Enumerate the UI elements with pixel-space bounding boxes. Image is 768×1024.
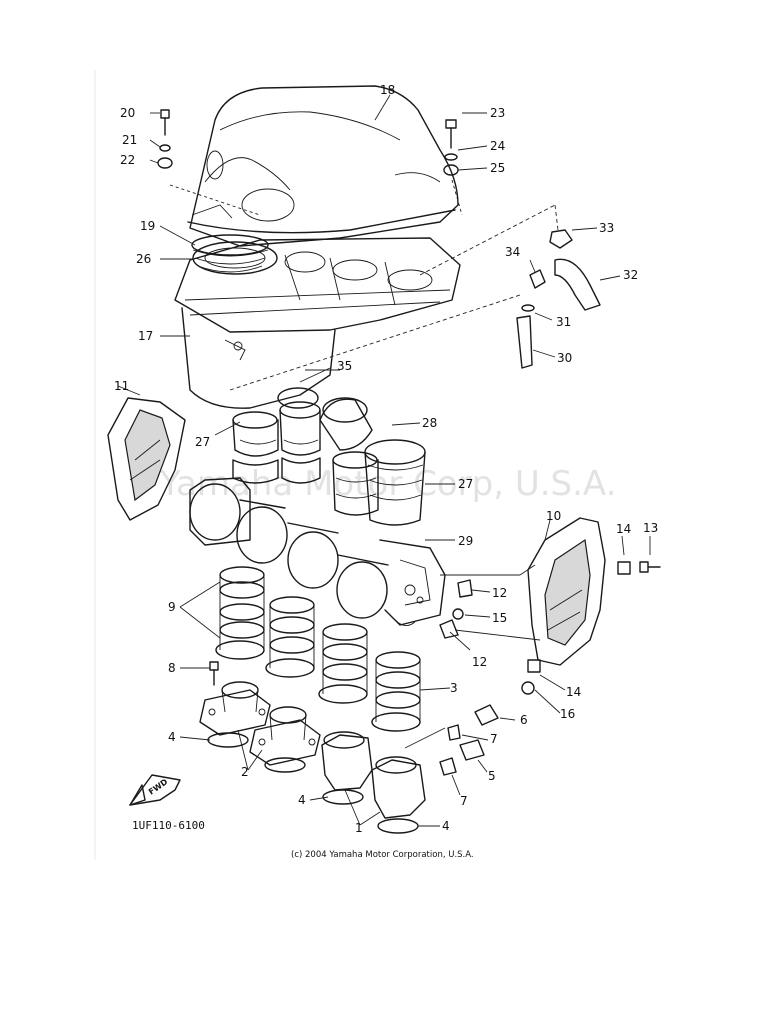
- callout-28: 28: [422, 416, 437, 430]
- callout-25: 25: [490, 161, 505, 175]
- air-filter-element: [191, 234, 269, 273]
- callout-30: 30: [557, 351, 572, 365]
- callout-24: 24: [490, 139, 505, 153]
- air-funnels: [232, 387, 426, 526]
- callout-8: 8: [168, 661, 176, 675]
- callout-3: 3: [450, 681, 458, 695]
- callout-27-b: 27: [458, 477, 473, 491]
- callout-23: 23: [490, 106, 505, 120]
- callout-14-b: 14: [566, 685, 581, 699]
- callout-21: 21: [122, 133, 137, 147]
- intake-manifolds: [199, 681, 426, 819]
- callout-12-a: 12: [492, 586, 507, 600]
- callout-31: 31: [556, 315, 571, 329]
- callout-33: 33: [599, 221, 614, 235]
- air-box-cover: [187, 85, 459, 247]
- carburetor-assembly: [189, 477, 446, 626]
- callout-4-b: 4: [298, 793, 306, 807]
- callout-27-a: 27: [195, 435, 210, 449]
- callout-4-a: 4: [168, 730, 176, 744]
- hardware-small-parts: [157, 109, 661, 776]
- callout-22: 22: [120, 153, 135, 167]
- callout-32: 32: [623, 268, 638, 282]
- callout-14-a: 14: [616, 522, 631, 536]
- copyright-notice: (c) 2004 Yamaha Motor Corporation, U.S.A…: [291, 850, 474, 860]
- callout-35: 35: [337, 359, 352, 373]
- callout-26: 26: [136, 252, 151, 266]
- air-box-body: [174, 237, 461, 409]
- watermark: Yamaha Motor Corp, U.S.A.: [159, 464, 616, 504]
- callout-1: 1: [355, 821, 363, 835]
- callout-18: 18: [380, 83, 395, 97]
- callout-4-c: 4: [442, 819, 450, 833]
- callout-15: 15: [492, 611, 507, 625]
- carburetor-joints: [215, 566, 421, 732]
- callout-labels: 1 2 3 4 4 4 5 6 7 7 8 9 10 11 12 12 13 1…: [114, 83, 658, 835]
- callout-16: 16: [560, 707, 575, 721]
- drawing-number: 1UF110-6100: [132, 819, 205, 832]
- callout-34: 34: [505, 245, 520, 259]
- callout-2: 2: [241, 765, 249, 779]
- callout-10: 10: [546, 509, 561, 523]
- callout-6: 6: [520, 713, 528, 727]
- callout-5: 5: [488, 769, 496, 783]
- fwd-label: FWD: [147, 777, 170, 797]
- callout-7-b: 7: [460, 794, 468, 808]
- callout-20: 20: [120, 106, 135, 120]
- leader-lines: [117, 94, 651, 827]
- side-cover-right: [527, 517, 606, 666]
- callout-11: 11: [114, 379, 129, 393]
- callout-19: 19: [140, 219, 155, 233]
- callout-7-a: 7: [490, 732, 498, 746]
- callout-17: 17: [138, 329, 153, 343]
- callout-12-b: 12: [472, 655, 487, 669]
- callout-29: 29: [458, 534, 473, 548]
- callout-13: 13: [643, 521, 658, 535]
- callout-9: 9: [168, 600, 176, 614]
- side-cover-left: [107, 397, 186, 521]
- fwd-arrow-icon: FWD: [129, 774, 181, 806]
